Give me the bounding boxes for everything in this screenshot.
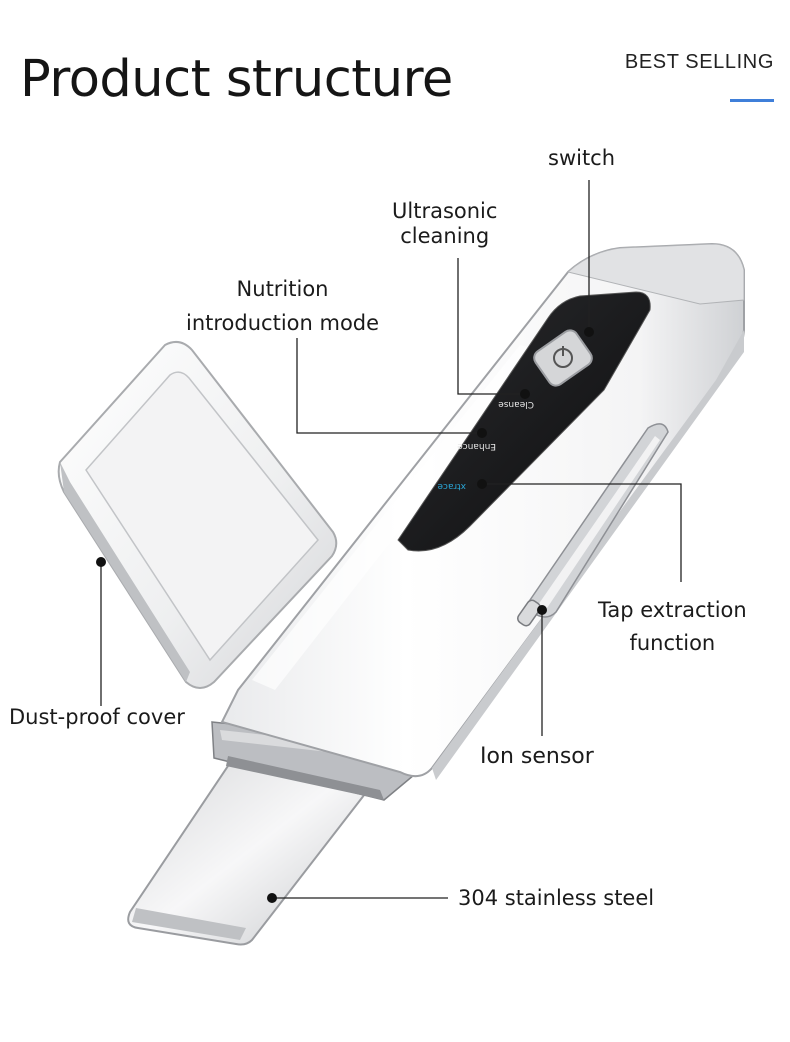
cleanse-button-label[interactable]: Cleanse	[498, 399, 534, 409]
extract-button-label[interactable]: xtrace	[437, 481, 466, 491]
callout-dots	[96, 327, 594, 903]
ultrasonic-cleaning-label: Ultrasonic cleaning	[392, 199, 498, 249]
power-button[interactable]	[531, 327, 595, 388]
switch-label: switch	[548, 146, 616, 170]
steel-blade	[127, 758, 370, 946]
stainless-steel-label: 304 stainless steel	[458, 886, 655, 910]
tag-underline	[730, 99, 774, 102]
enhance-button-label[interactable]: Enhance	[457, 441, 496, 451]
callout-lines	[100, 180, 682, 899]
best-selling-tag: BEST SELLING	[624, 51, 774, 73]
device-body	[220, 242, 745, 780]
dust-proof-cover	[57, 340, 338, 689]
ion-sensor-label: Ion sensor	[480, 744, 594, 769]
page-title: Product structure	[20, 50, 453, 109]
tap-extraction-label: Tap extraction function	[598, 598, 747, 655]
nutrition-introduction-label: Nutrition introduction mode	[186, 277, 380, 336]
dust-proof-cover-label: Dust-proof cover	[9, 705, 185, 729]
